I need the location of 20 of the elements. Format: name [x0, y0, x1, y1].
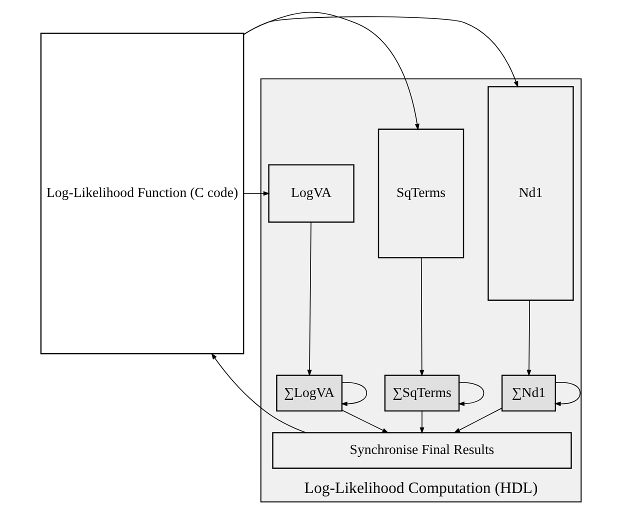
arrow	[554, 382, 580, 406]
node-box: ∑Nd1	[500, 374, 556, 412]
arrow	[526, 300, 531, 376]
node-box: Nd1	[487, 86, 574, 301]
arrow	[242, 191, 270, 196]
arrow	[457, 382, 484, 406]
arrow	[210, 352, 306, 433]
node-box: Log-Likelihood Function (C code)	[40, 32, 244, 354]
arrow	[341, 410, 388, 434]
node-box: ∑LogVA	[276, 374, 342, 412]
node-box: Synchronise Final Results	[272, 432, 572, 469]
arrow	[340, 382, 367, 406]
arrow	[419, 257, 424, 376]
arrow	[419, 410, 424, 434]
arrow	[306, 222, 312, 376]
node-box: ∑SqTerms	[384, 374, 460, 412]
arrow	[242, 12, 419, 130]
arrow	[453, 408, 502, 434]
node-box: LogVA	[268, 164, 354, 223]
node-box: SqTerms	[377, 128, 464, 258]
